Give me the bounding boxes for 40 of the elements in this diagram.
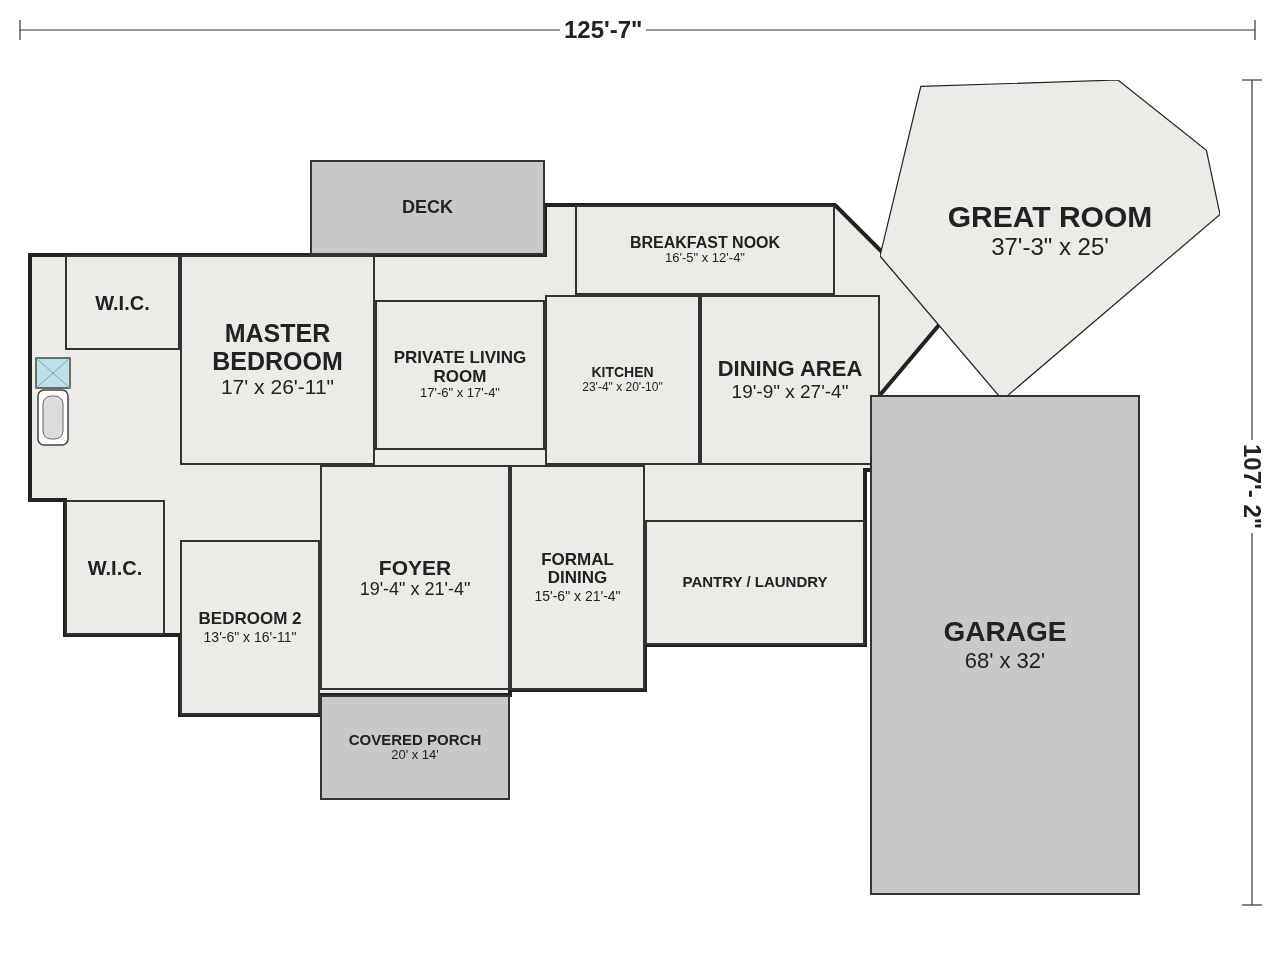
room-name: COVERED PORCH bbox=[348, 731, 482, 749]
room-area bbox=[700, 295, 880, 465]
room-name: MASTER BEDROOM bbox=[211, 320, 344, 376]
room-name: GREAT ROOM bbox=[947, 200, 1153, 233]
room-area bbox=[320, 465, 510, 690]
room-area bbox=[870, 395, 1140, 895]
room-area bbox=[65, 255, 180, 350]
room-dimensions: 37'-3" x 25' bbox=[991, 233, 1109, 261]
room-dimensions: 19'-4" x 21'-4" bbox=[359, 578, 471, 600]
room-name: W.I.C. bbox=[87, 556, 143, 579]
room-area bbox=[320, 695, 510, 800]
room-dimensions: 16'-5" x 12'-4" bbox=[665, 251, 745, 267]
room-name: KITCHEN bbox=[591, 365, 654, 381]
room-dimensions: 15'-6" x 21'-4" bbox=[534, 588, 621, 605]
room-dimensions: 20' x 14' bbox=[391, 748, 439, 764]
room-dimensions: 23'-4" x 20'-10" bbox=[582, 380, 663, 395]
room-name: FOYER bbox=[378, 555, 452, 579]
room-area bbox=[575, 205, 835, 295]
room-name: GARAGE bbox=[943, 616, 1067, 648]
room-name: DINING AREA bbox=[717, 357, 863, 382]
room-dimensions: 19'-9" x 27'-4" bbox=[731, 381, 849, 403]
room-name: PRIVATE LIVING ROOM bbox=[392, 348, 528, 387]
room-dimensions: 17' x 26'-11" bbox=[220, 375, 335, 400]
room-name: BREAKFAST NOOK bbox=[629, 233, 781, 252]
room-area bbox=[310, 160, 545, 255]
room-area bbox=[645, 520, 865, 645]
room-name: FORMAL DINING bbox=[540, 550, 615, 589]
room-area bbox=[545, 295, 700, 465]
room-name: DECK bbox=[402, 197, 453, 218]
room-area bbox=[510, 465, 645, 690]
room-name: BEDROOM 2 bbox=[198, 610, 302, 629]
room-area bbox=[375, 300, 545, 450]
room-name: W.I.C. bbox=[95, 291, 150, 314]
room-area bbox=[180, 255, 375, 465]
room-area bbox=[65, 500, 165, 635]
room-dimensions: 17'-6" x 17'-4" bbox=[420, 386, 500, 402]
room-area bbox=[180, 540, 320, 715]
room-dimensions: 68' x 32' bbox=[964, 647, 1046, 674]
room-dimensions: 13'-6" x 16'-11" bbox=[203, 628, 297, 645]
room-name: PANTRY / LAUNDRY bbox=[682, 574, 828, 591]
